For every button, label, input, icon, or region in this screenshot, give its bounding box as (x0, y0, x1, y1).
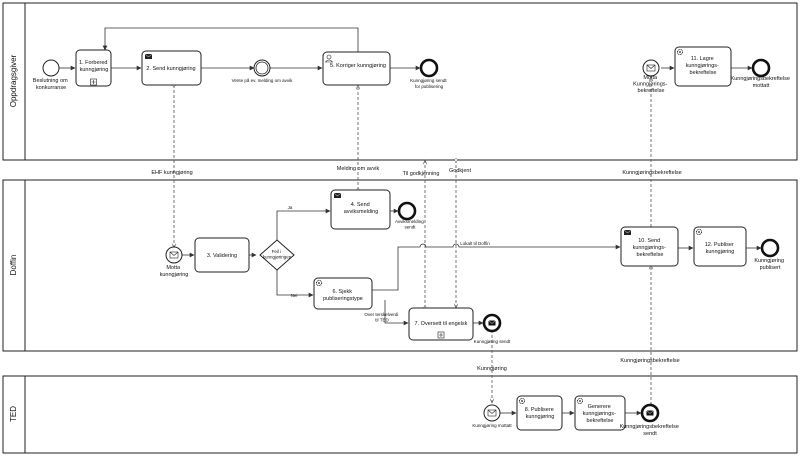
svg-text:2. Send kunngjøring: 2. Send kunngjøring (146, 66, 195, 72)
envelope-filled-icon (646, 410, 654, 416)
start-event-motta-bekreftelse (642, 59, 660, 77)
task-2-send-kunngjoring[interactable]: 2. Send kunngjøring (141, 50, 202, 86)
svg-text:Feil i kunngjøringen: Feil i kunngjøringen (263, 249, 292, 260)
gear-icon (576, 397, 584, 405)
task-4-send-avviksmelding[interactable]: 4. Send avviksmelding (330, 189, 391, 230)
end-event-publisert (760, 238, 780, 258)
task-11-lagre[interactable]: 11. Lagre kunngjørings- bekreftelse (674, 46, 732, 87)
envelope-icon (487, 409, 497, 417)
task-10-send-bekreftelse[interactable]: 10. Send kunngjørings- bekreftelse (620, 226, 679, 267)
message-label-godkjent: Godkjent (449, 168, 471, 174)
pool-label-doffin: Doffin (9, 255, 18, 276)
envelope-icon (646, 64, 656, 72)
start-label-kunngjoring-mottatt: Kunngjøring mottatt (472, 423, 512, 428)
gear-icon (518, 397, 526, 405)
svg-text:8. Publisere kunngjøring: 8. Publisere kunngjøring (525, 407, 556, 420)
svg-text:10. Send kunngjørings-: 10. Send kunngjørings- bekreftelse (633, 238, 668, 258)
start-label-motta-bekreftelse: Motta Kunngjørings- bekreftelse (633, 75, 669, 94)
subprocess-marker-icon (437, 331, 445, 339)
message-label-bekreftelse-top: Kunngjøringsbekreftelse (622, 170, 681, 176)
gear-icon (676, 48, 684, 56)
end-label-kunngjoring-sendt: Kunngjøring sendt for publisering (410, 78, 448, 89)
task-12-publiser[interactable]: 12. Publiser kunngjøring (693, 226, 747, 267)
svg-text:7. Oversett til engelsk: 7. Oversett til engelsk (415, 321, 468, 327)
end-event-bekreftelse-mottatt (751, 58, 771, 78)
start-label-beslutning: Beslutning om konkurranse (33, 78, 69, 91)
svg-text:6. Sjekk publiseringstyp: 6. Sjekk publiseringstype (323, 289, 363, 302)
start-event-kunngjoring-mottatt (483, 404, 501, 422)
svg-text:4. Send avviksmelding: 4. Send avviksmelding (344, 202, 379, 215)
envelope-filled-icon (488, 320, 496, 326)
task-6-sjekk-publiseringstype[interactable]: 6. Sjekk publiseringstype (313, 277, 373, 310)
svg-text:5. Korriger kunngjøring: 5. Korriger kunngjøring (330, 63, 386, 69)
start-label-motta-kunngjoring: Motta kunngjøring (160, 265, 189, 278)
end-label-avviksmelding: Avviksmelding sendt (395, 219, 425, 230)
end-event-bekreftelse-sendt (640, 403, 660, 423)
intermediate-event-vente (253, 59, 271, 77)
svg-text:3. Validering: 3. Validering (207, 253, 237, 259)
svg-text:1. Forbered kunngjøring: 1. Forbered kunngjøring (79, 60, 109, 73)
pool-ted: TED (2, 375, 798, 454)
flow-label-over-terskelverdi: Over terskelverdi til TED (364, 312, 399, 323)
sequence-flows-oppdragsgiver (59, 27, 753, 71)
message-label-avvik: Melding om avvik (337, 166, 380, 172)
message-label-kunngjoring-ted: Kunngjøring (477, 366, 507, 372)
svg-text:11. Lagre kunngjørings-: 11. Lagre kunngjørings- bekreftelse (686, 56, 721, 76)
svg-text:12. Publiser kunngjøring: 12. Publiser kunngjøring (705, 242, 736, 255)
end-label-bekreftelse-sendt: Kunngjøringsbekreftelse sendt (620, 424, 681, 437)
subprocess-marker-icon (90, 78, 97, 86)
start-event-motta-kunngjoring (165, 246, 183, 264)
gear-icon (315, 279, 323, 287)
message-label-bekreftelse-ted: Kunngjøringsbekreftelse (620, 358, 679, 364)
envelope-filled-icon (144, 53, 153, 59)
end-event-kunngjoring-sendt-doffin (482, 313, 502, 333)
pool-label-oppdragsgiver: Oppdragsgiver (9, 54, 18, 107)
task-1-forbered[interactable]: 1. Forbered kunngjøring (75, 49, 112, 87)
gear-icon (695, 228, 703, 236)
task-8-publisere[interactable]: 8. Publisere kunngjøring (516, 395, 563, 431)
svg-text:Generere kunngjørings-: Generere kunngjørings- bekreftelse (583, 404, 618, 424)
message-label-ehf: EHF kunngjøring (151, 170, 192, 176)
start-event-beslutning (42, 59, 60, 77)
envelope-icon (169, 251, 179, 259)
end-label-bekreftelse-mottatt: Kunngjøringsbekreftelse mottatt (731, 76, 792, 89)
gateway-feil: Feil i kunngjøringen (259, 239, 295, 271)
flow-label-ja: Ja (288, 205, 293, 210)
task-3-validering[interactable]: 3. Validering (194, 237, 250, 273)
envelope-filled-icon (333, 192, 342, 198)
intermediate-label-vente: Vente på ev. melding om avvik (232, 77, 293, 83)
sequence-flows-doffin (182, 208, 762, 326)
flow-label-lokalt: Lokalt til Doffin (460, 241, 490, 246)
end-label-publisert: Kunngjøring publisert (754, 258, 785, 271)
end-event-kunngjoring-sendt (419, 58, 439, 78)
user-task-icon (324, 54, 334, 63)
task-5-korriger[interactable]: 5. Korriger kunngjøring (322, 51, 391, 86)
pool-label-ted: TED (9, 406, 18, 422)
end-label-kunngjoring-sendt-doffin: Kunngjøring sendt (474, 339, 511, 344)
pool-oppdragsgiver: Oppdragsgiver (2, 2, 798, 161)
message-label-godkjenning: Til godkjenning (403, 171, 440, 177)
envelope-filled-icon (623, 229, 632, 235)
message-flows: EHF kunngjøring Melding om avvik Til god… (151, 77, 682, 405)
task-9-generere[interactable]: Generere kunngjørings- bekreftelse (574, 395, 626, 431)
task-7-oversett[interactable]: 7. Oversett til engelsk (408, 307, 474, 341)
flow-label-nei: Nei (291, 293, 298, 298)
end-event-avviksmelding (397, 201, 417, 221)
